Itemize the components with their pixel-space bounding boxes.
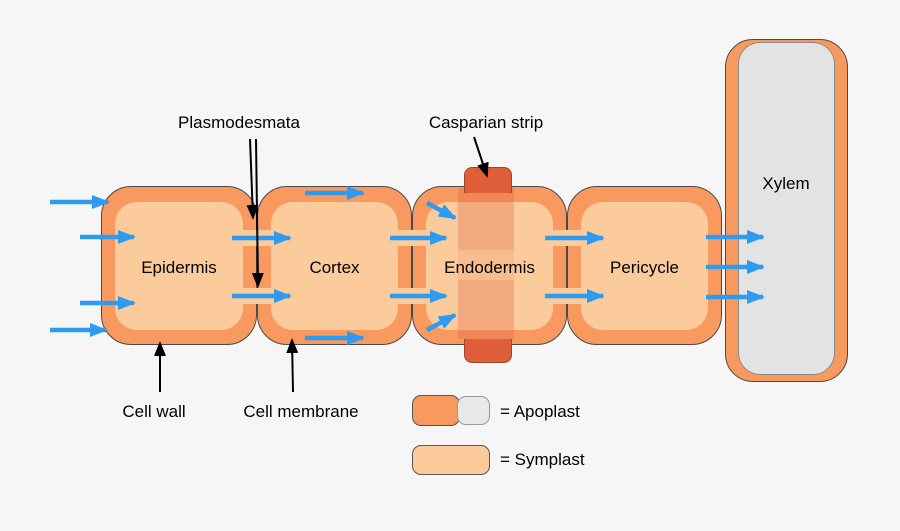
plasmodesmata-pointer-arrow [251, 138, 264, 288]
cell-membrane-label: Cell membrane [243, 402, 359, 421]
endodermis-deflection-arrows [425, 201, 457, 332]
cortex-cytoplasm [271, 202, 398, 330]
endodermis-cytoplasm [426, 202, 553, 330]
xylem-label: Xylem [762, 174, 810, 193]
casparian-strip-bottom [464, 339, 512, 363]
casparian-band-upper [458, 188, 514, 250]
symplast-flow-arrows [232, 231, 605, 303]
casparian-strip-label: Casparian strip [428, 113, 544, 132]
annotation-arrows [154, 136, 489, 393]
pericycle-cell [567, 186, 722, 345]
casparian-band-lower [458, 280, 514, 339]
apoplast-flow-arrows [305, 186, 365, 345]
endodermis-label: Endodermis [444, 258, 535, 277]
cortex-cell [257, 186, 412, 345]
pericycle-label: Pericycle [610, 258, 679, 277]
plasmodesmata-pointer-arrow [246, 138, 259, 220]
xylem-lumen [738, 42, 835, 375]
legend-symplast-label: = Symplast [500, 450, 585, 469]
legend-apoplast-xylem-swatch [457, 396, 490, 425]
pericycle-cytoplasm [581, 202, 708, 330]
casparian-pointer-arrow [473, 136, 489, 178]
legend-apoplast-label: = Apoplast [500, 402, 580, 421]
deflection-arrow [425, 313, 457, 332]
casparian-band-middle [458, 250, 514, 280]
cell-wall-label: Cell wall [122, 402, 186, 421]
xylem-entry-arrows [706, 230, 765, 304]
water-entry-arrows [50, 195, 136, 337]
deflection-arrow [425, 201, 457, 220]
plasmodesmata-label: Plasmodesmata [178, 113, 300, 132]
epidermis-cytoplasm [115, 202, 243, 330]
cell-membrane-pointer-arrow [286, 338, 299, 393]
epidermis-label: Epidermis [141, 258, 217, 277]
legend-symplast-swatch [412, 445, 490, 475]
cortex-label: Cortex [309, 258, 360, 277]
epidermis-cell [101, 186, 257, 345]
